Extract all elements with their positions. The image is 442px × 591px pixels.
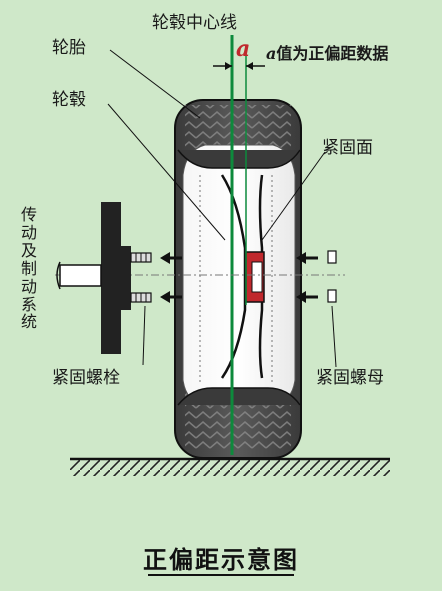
- bolt-arrows: [160, 252, 182, 303]
- nut-arrows: [296, 252, 318, 303]
- wheel-nuts: [327, 250, 337, 303]
- tire: [174, 99, 302, 459]
- tire-label: 轮胎: [52, 38, 86, 58]
- clamping-surface-label: 紧固面: [322, 138, 373, 158]
- offset-note: a值为正偏距数据: [266, 46, 388, 62]
- hub-centerline-label: 轮毂中心线: [152, 13, 237, 33]
- leader-lines: [107, 49, 337, 368]
- offset-note-symbol: a: [266, 44, 277, 63]
- ground: [70, 457, 390, 476]
- offset-marker: [213, 62, 265, 70]
- drive-brake-assembly: [56, 202, 152, 354]
- wheel-bolt-label: 紧固螺栓: [52, 368, 120, 388]
- wheel-nut-label: 紧固螺母: [316, 368, 384, 388]
- offset-symbol: a: [236, 36, 251, 62]
- offset-note-text: 值为正偏距数据: [276, 44, 389, 63]
- title-underline: [148, 574, 294, 576]
- hub-label: 轮毂: [52, 90, 86, 110]
- diagram-title: 正偏距示意图: [143, 546, 299, 574]
- drive-brake-system-label: 传动及制动系统: [20, 205, 37, 332]
